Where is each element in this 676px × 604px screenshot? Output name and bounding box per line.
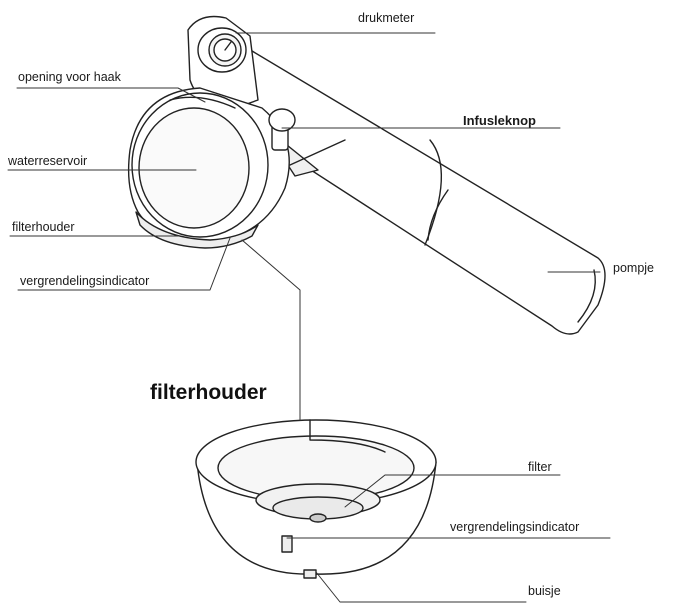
filter-holder-detached — [195, 419, 437, 579]
label-buisje: buisje — [528, 584, 561, 598]
section-title: filterhouder — [150, 381, 267, 404]
infusion-button — [268, 108, 296, 151]
label-vergrendelingsindicator-bottom: vergrendelingsindicator — [450, 520, 580, 534]
pump-head — [187, 15, 259, 111]
label-vergrendelingsindicator-top: vergrendelingsindicator — [20, 274, 150, 288]
water-reservoir — [127, 87, 290, 244]
leader-lines — [7, 32, 611, 603]
label-opening-voor-haak: opening voor haak — [18, 70, 121, 84]
label-filterhouder: filterhouder — [12, 220, 75, 234]
label-drukmeter: drukmeter — [358, 11, 415, 25]
label-filter: filter — [528, 460, 552, 474]
pressure-gauge — [208, 33, 242, 67]
label-pompje: pompje — [613, 261, 654, 275]
label-waterreservoir: waterreservoir — [8, 154, 88, 168]
label-infusieknop: Infusleknop — [463, 113, 536, 128]
